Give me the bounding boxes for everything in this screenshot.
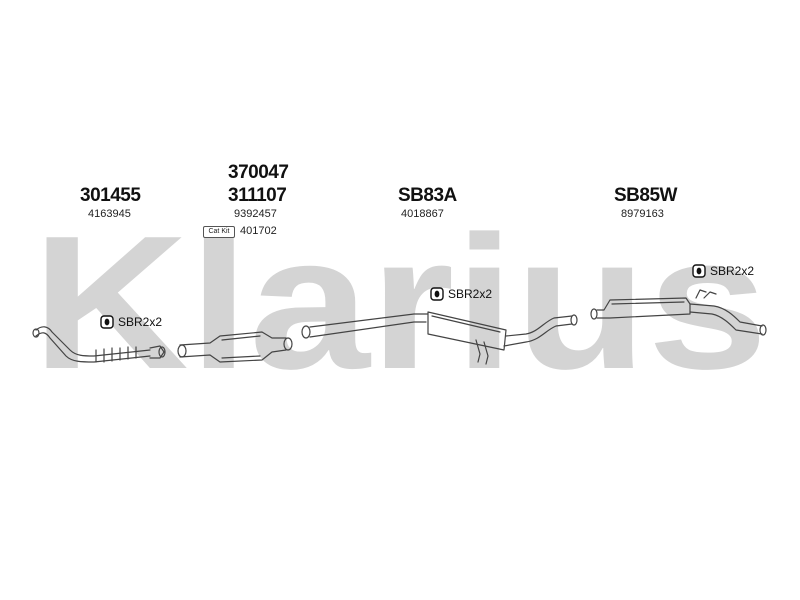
brand-watermark: Klarius [32, 216, 768, 376]
oe-number-9392457: 9392457 [234, 208, 277, 220]
rubber-hanger-icon [430, 287, 444, 301]
part-number-sb85w: SB85W [614, 185, 677, 206]
brand-watermark-text: Klarius [32, 216, 768, 376]
hanger-label: SBR2x2 [710, 264, 755, 278]
middle-silencer [301, 311, 578, 365]
oe-number-4018867: 4018867 [401, 208, 444, 220]
rubber-hanger-icon [100, 315, 114, 329]
hanger-rear: SBR2x2 [692, 264, 754, 278]
hanger-label: SBR2x2 [118, 315, 163, 329]
hanger-front: SBR2x2 [100, 315, 162, 329]
front-pipe [32, 326, 166, 363]
cat-kit-badge: Cat Kit [203, 226, 235, 238]
hanger-label: SBR2x2 [448, 287, 493, 301]
oe-number-4163945: 4163945 [88, 208, 131, 220]
part-number-311107: 311107 [228, 185, 287, 206]
rear-silencer [590, 289, 767, 336]
hanger-middle: SBR2x2 [430, 287, 492, 301]
oe-number-8979163: 8979163 [621, 208, 664, 220]
part-number-301455: 301455 [80, 185, 141, 206]
rubber-hanger-icon [692, 264, 706, 278]
catalytic-converter [177, 331, 293, 363]
kit-number-401702: 401702 [240, 225, 277, 237]
part-number-370047: 370047 [228, 162, 289, 183]
part-number-sb83a: SB83A [398, 185, 457, 206]
